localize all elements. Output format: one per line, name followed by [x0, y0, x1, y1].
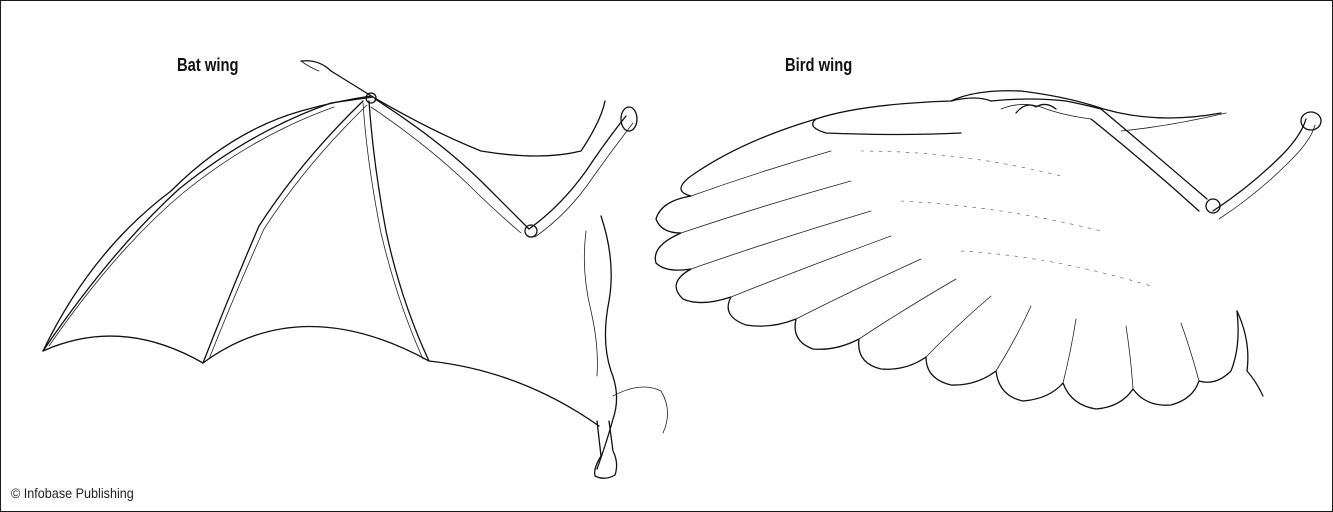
bird-covert-top — [951, 91, 1221, 118]
bat-wing-label: Bat wing — [177, 55, 239, 76]
bird-feather-line-7 — [926, 296, 991, 357]
bat-upper-arm — [529, 116, 626, 229]
bat-finger-bone-1b — [49, 107, 334, 346]
bird-feather-line-8 — [996, 306, 1031, 371]
bird-ulna — [1091, 119, 1199, 211]
bird-feather-line-11 — [1181, 323, 1199, 381]
bat-leg — [595, 421, 617, 478]
bat-tail-membrane — [613, 387, 668, 433]
bird-feather-line-4 — [731, 236, 891, 297]
bird-wing-illustration — [655, 91, 1321, 409]
bat-arm-membrane — [373, 97, 605, 156]
bat-finger-bone-1 — [43, 97, 373, 351]
bird-wing-label: Bird wing — [785, 55, 852, 76]
bird-shoulder-head — [1301, 112, 1321, 130]
bat-forearm-b — [371, 107, 521, 233]
bat-membrane-leading-edge — [43, 96, 371, 351]
bat-finger-bone-2 — [203, 101, 363, 363]
bat-body — [597, 216, 617, 469]
bird-radius — [1101, 109, 1207, 199]
bird-feather-line-1 — [691, 151, 831, 196]
bird-feather-line-5 — [796, 259, 921, 319]
bird-feather-line-6 — [859, 279, 956, 339]
bird-covert-dots-1 — [861, 151, 1061, 176]
bird-primary-feathers — [655, 119, 1238, 409]
bat-finger-bone-2b — [209, 105, 367, 359]
bat-thumb — [301, 61, 373, 97]
bird-feather-line-9 — [1063, 319, 1076, 383]
bird-humerus — [1213, 119, 1306, 211]
bird-leading-edge — [816, 98, 991, 119]
bat-body-back — [584, 231, 597, 376]
bird-humerus-b — [1219, 125, 1315, 219]
bird-covert-front — [813, 119, 961, 135]
bat-forearm — [375, 99, 529, 229]
copyright-credit: © Infobase Publishing — [11, 485, 134, 501]
bird-body — [1237, 311, 1263, 396]
bat-upper-arm-b — [535, 123, 633, 237]
bird-hand-bones-b — [1001, 104, 1091, 119]
bird-covert-dots-3 — [961, 251, 1151, 286]
bird-feather-line-10 — [1126, 326, 1133, 389]
bird-covert-dots-2 — [901, 201, 1101, 231]
bird-feather-line-3 — [691, 211, 871, 269]
bat-membrane-edge — [43, 326, 599, 426]
bat-finger-bone-3 — [369, 101, 429, 361]
bat-wing-illustration — [43, 61, 668, 479]
